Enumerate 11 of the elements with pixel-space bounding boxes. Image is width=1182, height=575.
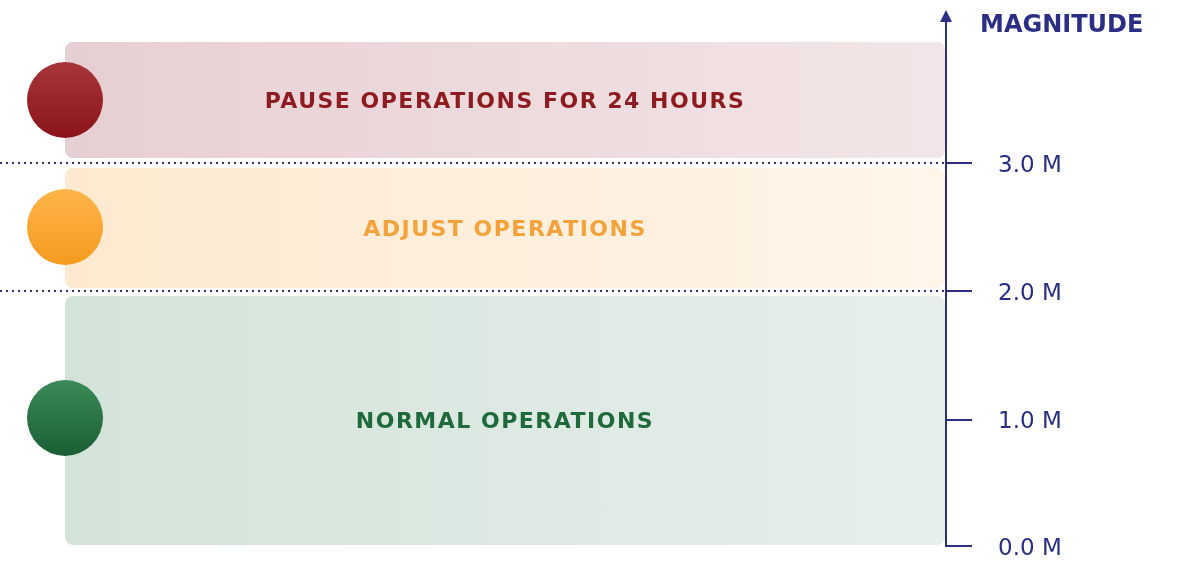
tick-label: 0.0 M <box>998 534 1062 560</box>
band-label: ADJUST OPERATIONS <box>363 215 647 241</box>
band-label: NORMAL OPERATIONS <box>355 408 655 433</box>
tick-label: 1.0 M <box>998 407 1062 433</box>
tick-label: 2.0 M <box>998 279 1062 305</box>
level-band <box>65 296 945 545</box>
level-band <box>65 42 945 158</box>
tick-label: 3.0 M <box>998 151 1062 177</box>
band-label: PAUSE OPERATIONS FOR 24 HOURS <box>264 87 746 113</box>
level-band <box>65 168 945 288</box>
axis-title: MAGNITUDE <box>980 10 1144 38</box>
